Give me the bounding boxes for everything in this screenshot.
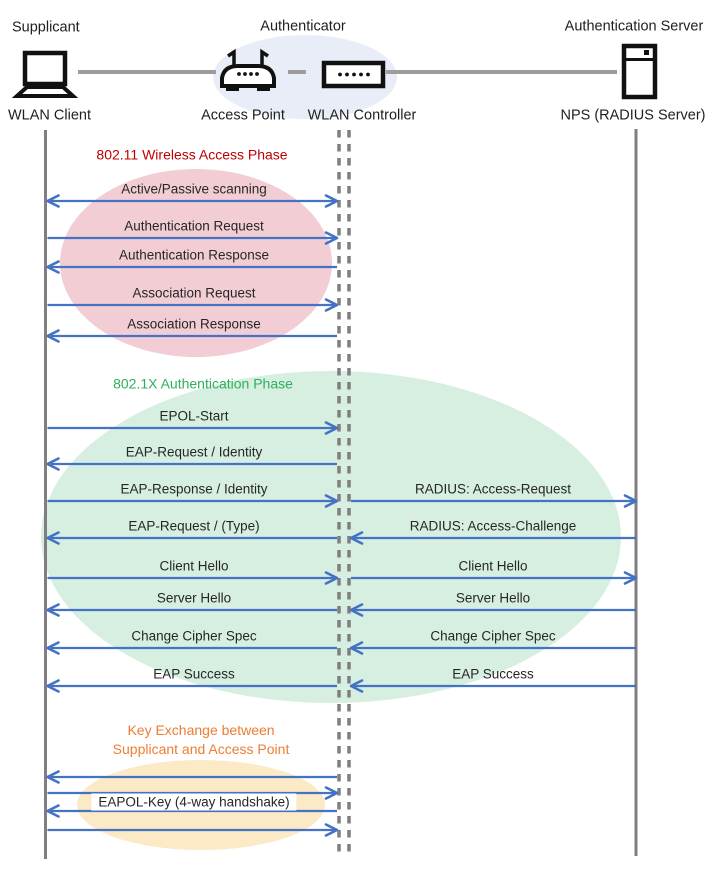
wlan-controller-icon — [321, 60, 386, 89]
message-arrow — [47, 298, 339, 312]
message-arrow — [349, 679, 636, 693]
message-arrow — [46, 531, 337, 545]
access-point-icon — [220, 48, 276, 91]
message-arrow — [46, 641, 337, 655]
server-icon — [621, 43, 658, 100]
message-arrow — [46, 804, 337, 818]
message-arrow — [47, 823, 339, 837]
message-arrow — [47, 494, 339, 508]
message-arrow — [47, 786, 339, 800]
message-arrow — [46, 770, 337, 784]
message-arrows-layer — [46, 194, 638, 837]
laptop-icon — [11, 50, 79, 98]
message-arrow — [46, 603, 337, 617]
message-arrow — [351, 571, 638, 585]
message-arrow — [47, 421, 339, 435]
message-arrow — [46, 260, 337, 274]
phase1-ellipse — [60, 169, 332, 357]
message-arrow — [47, 571, 339, 585]
message-arrow — [46, 329, 337, 343]
message-arrow — [46, 457, 337, 471]
phase3-ellipse — [77, 760, 325, 850]
message-arrow — [46, 679, 337, 693]
message-arrow — [47, 231, 339, 245]
message-arrow — [351, 494, 638, 508]
message-arrow — [349, 531, 636, 545]
message-arrow — [46, 194, 339, 208]
wlan-controller-lifeline — [337, 130, 351, 853]
message-arrow — [349, 603, 636, 617]
message-arrow — [349, 641, 636, 655]
authenticator-highlight-ellipse — [213, 35, 397, 119]
